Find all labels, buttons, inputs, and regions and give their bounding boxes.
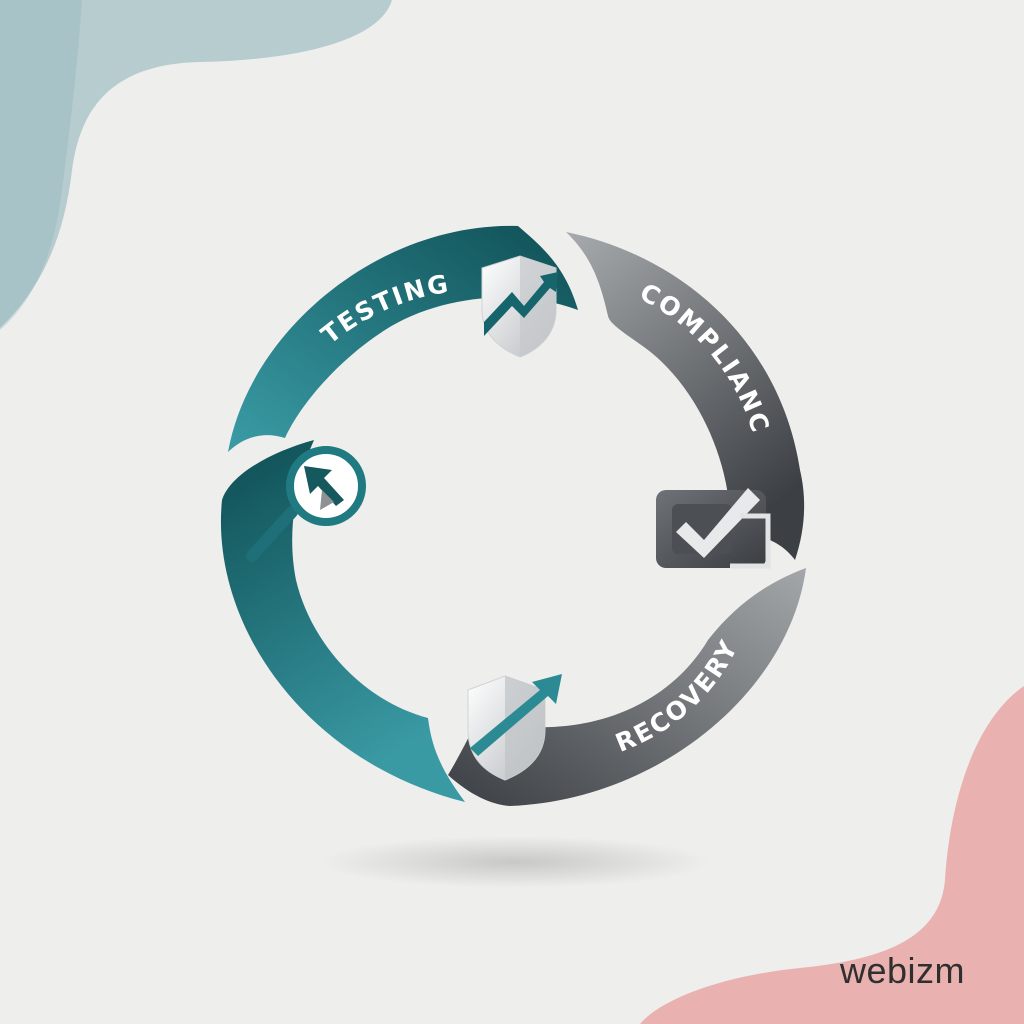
magnifier-cursor-icon (246, 446, 366, 562)
checkbox-check-icon (656, 488, 771, 569)
background-blob-top-left (0, 0, 392, 328)
shield-growth-arrow-icon (481, 255, 558, 358)
background-blob-bottom-right (640, 686, 1024, 1024)
ground-shadow (320, 836, 710, 888)
segment-compliance (566, 232, 805, 560)
shield-up-arrow-icon (467, 674, 562, 781)
background-blob-top-left-inner (0, 0, 82, 330)
brand-logo: webizm (840, 950, 966, 991)
